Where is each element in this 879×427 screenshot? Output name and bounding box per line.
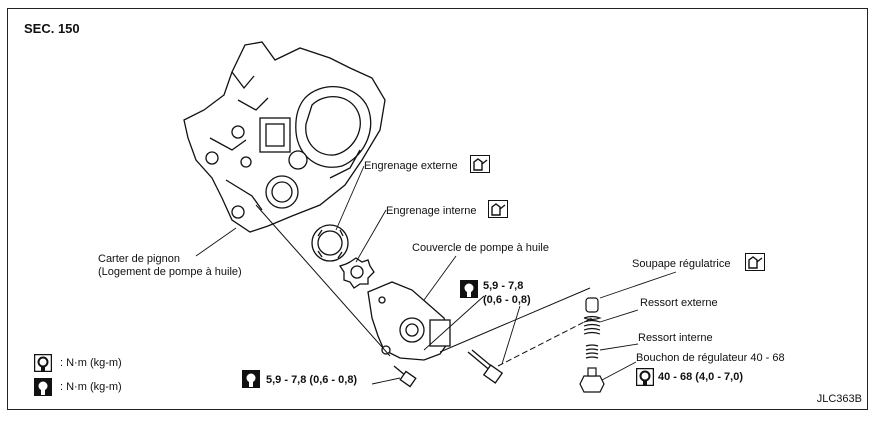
assembly-lines [255,204,593,367]
gear-housing [183,41,386,233]
torque-wrench-filled-icon [242,370,260,393]
outer-gear-drawing [311,224,349,262]
torque-wrench-open-icon [635,367,655,391]
inner-spring-label: Ressort interne [638,332,713,344]
legend-item-1: : N·m (kg-m) [60,357,122,369]
legend-item-2: : N·m (kg-m) [60,381,122,393]
torque-wrench-filled-icon [34,378,52,401]
cover-bolt-torque-nm: 5,9 - 7,8 [483,280,524,292]
cover-bolt-torque-kgm: (0,6 - 0,8) [483,294,531,306]
torque-wrench-filled-icon [460,280,478,303]
regulator-parts-drawing [579,297,605,393]
pump-cover-label: Couvercle de pompe à huile [412,242,549,254]
outer-spring-label: Ressort externe [640,297,718,309]
oil-can-icon [488,200,508,223]
pump-cover-drawing [367,281,451,361]
inner-gear-label: Engrenage interne [386,205,477,217]
torque-wrench-open-icon [33,353,53,377]
leader-lines [195,165,677,385]
housing-label-line2: (Logement de pompe à huile) [98,266,242,278]
regulator-valve-label: Soupape régulatrice [632,258,731,270]
housing-label-line1: Carter de pignon [98,253,180,265]
plug-torque: 40 - 68 (4,0 - 7,0) [658,371,743,383]
inner-gear-drawing [338,257,375,289]
lower-bolt-torque: 5,9 - 7,8 (0,6 - 0,8) [266,374,358,386]
section-number: SEC. 150 [24,21,80,36]
diagram-frame [7,8,868,410]
regulator-plug-label: Bouchon de régulateur 40 - 68 [636,352,785,364]
figure-code: JLC363B [816,393,862,405]
oil-can-icon [470,155,490,178]
outer-gear-label: Engrenage externe [364,160,458,172]
bolts-drawing [393,349,504,388]
oil-can-icon [745,253,765,276]
